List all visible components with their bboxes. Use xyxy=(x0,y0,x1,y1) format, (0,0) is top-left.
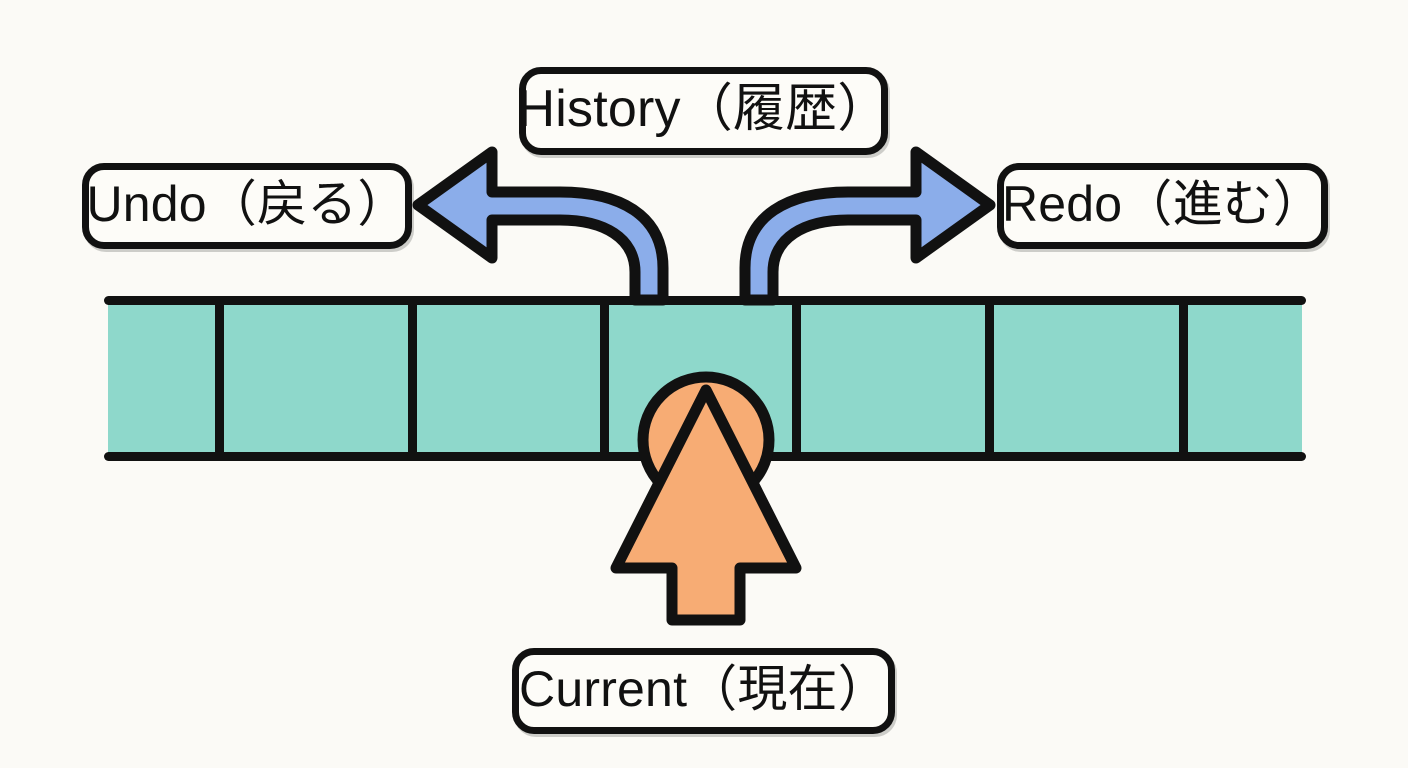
label-redo[interactable]: Redo（進む） xyxy=(997,163,1328,249)
redo-curved-arrow-right-icon[interactable] xyxy=(739,146,996,306)
history-cell-2[interactable] xyxy=(220,302,413,456)
label-history-text: History（履歴） xyxy=(517,80,890,138)
current-position-marker[interactable] xyxy=(610,371,802,626)
label-undo-text: Undo（戻る） xyxy=(86,176,408,232)
label-current[interactable]: Current（現在） xyxy=(512,648,895,734)
label-history[interactable]: History（履歴） xyxy=(517,67,890,155)
history-cell-7[interactable] xyxy=(1184,302,1302,456)
label-undo[interactable]: Undo（戻る） xyxy=(82,163,412,249)
undo-curved-arrow-left-icon[interactable] xyxy=(412,146,669,306)
timeline-divider-4 xyxy=(792,302,801,454)
label-current-text: Current（現在） xyxy=(519,661,888,717)
timeline-divider-5 xyxy=(985,302,994,454)
timeline-divider-6 xyxy=(1179,302,1188,454)
timeline-top-rail xyxy=(104,296,1306,305)
history-cell-6[interactable] xyxy=(990,302,1184,456)
timeline-divider-1 xyxy=(215,302,224,454)
timeline-divider-3 xyxy=(600,302,609,454)
current-marker-up-arrow xyxy=(610,384,802,626)
history-cell-5[interactable] xyxy=(797,302,990,456)
label-redo-text: Redo（進む） xyxy=(1001,176,1324,232)
history-cell-1[interactable] xyxy=(108,302,220,456)
history-cell-3[interactable] xyxy=(413,302,605,456)
timeline-divider-2 xyxy=(408,302,417,454)
